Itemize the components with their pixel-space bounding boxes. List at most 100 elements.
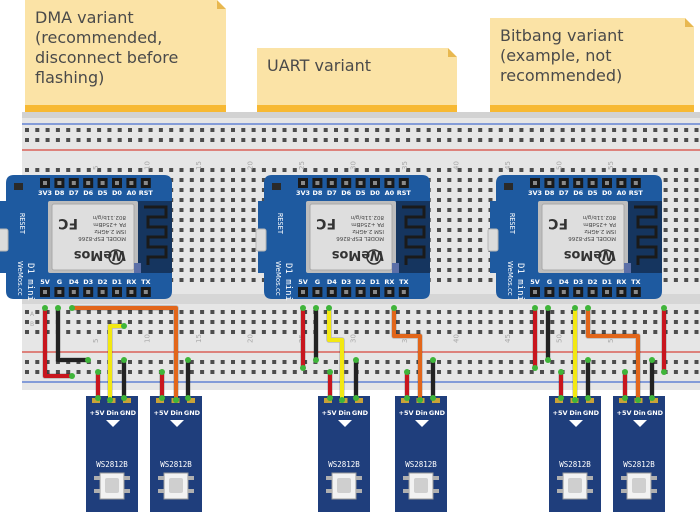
breadboard-hole <box>241 178 246 182</box>
breadboard-hole <box>251 188 256 192</box>
breadboard-hole <box>86 138 91 142</box>
breadboard-hole <box>457 228 462 232</box>
breadboard-hole <box>653 320 658 324</box>
breadboard-hole <box>447 218 452 222</box>
breadboard-hole <box>107 138 112 142</box>
breadboard-hole <box>467 198 472 202</box>
pin-label-top: D0 <box>370 189 380 197</box>
wire-end-marker <box>585 395 591 401</box>
breadboard-hole <box>158 330 163 334</box>
breadboard-hole <box>323 168 328 172</box>
pin-label-bottom: D2 <box>356 278 366 286</box>
module-spec-line: MODEL ESP-8266 <box>78 235 126 241</box>
breadboard-hole <box>148 360 153 364</box>
breadboard-hole <box>426 168 431 172</box>
breadboard-hole <box>261 198 266 202</box>
led-pin-label: Din <box>569 409 582 417</box>
wire-end-marker <box>353 395 359 401</box>
pin-label-top: D7 <box>69 189 79 197</box>
breadboard-hole <box>519 138 524 142</box>
wire-end-marker <box>107 397 113 403</box>
breadboard-hole <box>663 178 668 182</box>
header-pin-top-tip <box>633 181 638 185</box>
wire-orange-d2 <box>586 306 640 402</box>
breadboard-hole <box>416 310 421 314</box>
led-pin-label: GND <box>583 409 600 417</box>
esp-module-shield <box>541 203 625 271</box>
breadboard-hole <box>684 238 689 242</box>
breadboard-hole <box>55 128 60 132</box>
breadboard-hole <box>231 178 235 182</box>
breadboard-hole <box>344 360 349 364</box>
breadboard-hole <box>117 128 122 132</box>
breadboard-hole <box>519 128 524 132</box>
breadboard-hole <box>395 330 400 334</box>
breadboard-hole <box>395 360 400 364</box>
breadboard-hole <box>591 310 596 314</box>
header-pin-top-tip <box>358 181 363 185</box>
breadboard-hole <box>35 310 40 314</box>
note-stripe <box>25 105 226 112</box>
breadboard-hole <box>231 360 235 364</box>
site-label: WeMos.cc <box>274 261 282 296</box>
pin-label-top: RST <box>397 189 412 197</box>
breadboard-hole <box>220 268 225 272</box>
breadboard-hole <box>426 128 431 132</box>
breadboard-hole <box>467 330 472 334</box>
breadboard-hole <box>251 208 256 212</box>
breadboard-hole <box>364 360 369 364</box>
pin-label-bottom: D4 <box>327 278 337 286</box>
model-label: D1 mini <box>25 263 35 301</box>
header-pin-bottom-tip <box>86 290 91 294</box>
breadboard-hole <box>694 208 699 212</box>
wire-end-marker <box>185 395 191 401</box>
breadboard-hole <box>128 128 132 132</box>
breadboard-hole <box>519 370 524 374</box>
breadboard-hole <box>673 268 678 272</box>
breadboard-hole <box>323 310 328 314</box>
header-pin-top-tip <box>57 181 62 185</box>
breadboard-hole <box>354 320 359 324</box>
breadboard-hole <box>498 330 503 334</box>
breadboard-hole <box>447 238 452 242</box>
breadboard-hole <box>632 138 637 142</box>
led-pin-label: Din <box>106 409 119 417</box>
reset-button <box>504 183 513 190</box>
breadboard-hole <box>653 128 658 132</box>
reset-label: RESET <box>508 213 516 235</box>
led-chip-leg <box>651 489 657 493</box>
logo-mark <box>108 249 124 265</box>
led-pin-label: +5V <box>322 409 337 417</box>
breadboard-hole <box>694 138 699 142</box>
breadboard-hole <box>148 370 153 374</box>
breadboard-hole <box>200 360 205 364</box>
breadboard-hole <box>426 370 431 374</box>
header-pin-bottom-tip <box>561 290 566 294</box>
wire-yellow-din <box>327 306 344 402</box>
breadboard-hole <box>25 168 29 172</box>
breadboard-hole <box>97 330 102 334</box>
breadboard-hole <box>673 258 678 262</box>
breadboard-hole <box>210 178 215 182</box>
breadboard-hole <box>241 198 246 202</box>
wire-end-marker <box>313 305 319 311</box>
breadboard-hole <box>220 128 225 132</box>
wire-end-marker <box>326 305 332 311</box>
breadboard-hole <box>385 360 390 364</box>
row-letter: A <box>30 311 35 318</box>
breadboard-hole <box>303 168 308 172</box>
breadboard-hole <box>45 168 50 172</box>
breadboard-hole <box>416 168 421 172</box>
breadboard-hole <box>406 168 411 172</box>
breadboard-hole <box>519 320 524 324</box>
wire-end-marker <box>661 305 667 311</box>
breadboard-hole <box>437 320 441 324</box>
breadboard-hole <box>220 198 225 202</box>
breadboard-hole <box>35 320 40 324</box>
breadboard-hole <box>55 168 60 172</box>
data-direction-arrow <box>633 420 647 427</box>
breadboard-hole <box>467 138 472 142</box>
breadboard-hole <box>148 128 153 132</box>
pin-label-top: A0 <box>385 189 395 197</box>
